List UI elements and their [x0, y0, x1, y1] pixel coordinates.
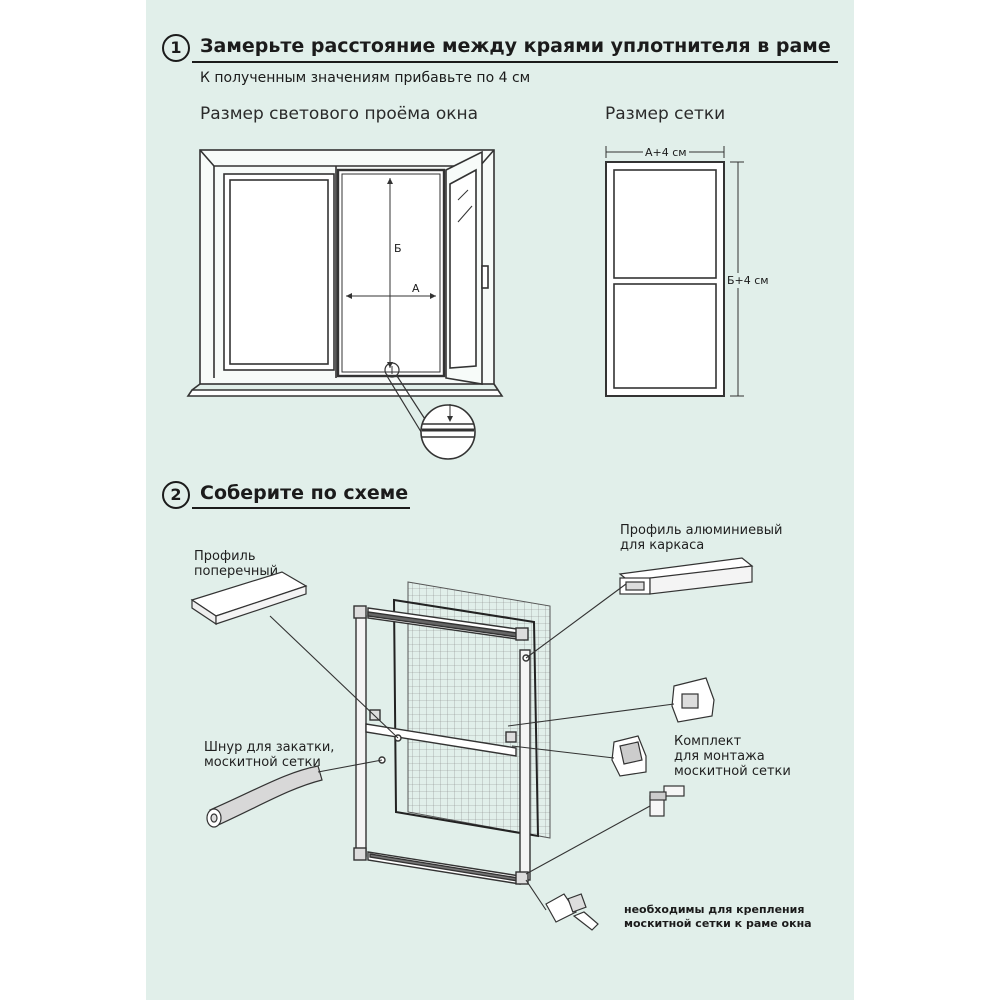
window-caption: Размер светового проёма окна [200, 104, 479, 124]
corner-icon [649, 785, 685, 817]
frame-assembly-icon [353, 581, 551, 885]
instruction-sheet: 1 Замерьте расстояние между краями уплот… [146, 0, 854, 1000]
leader-lines [269, 583, 675, 911]
window-icon [186, 149, 504, 460]
profile-icon [618, 557, 754, 595]
label-b: Б [394, 242, 402, 255]
step-2-drawing [190, 557, 754, 931]
label-cord: Шнур для закатки,москитной сетки [204, 740, 335, 770]
cord-icon [206, 765, 323, 828]
clip-icon [545, 893, 599, 931]
mosquito-net-icon [605, 146, 744, 397]
net-caption: Размер сетки [605, 104, 726, 124]
step-1-title: Замерьте расстояние между краями уплотни… [200, 35, 831, 57]
label-width: А+4 см [643, 146, 689, 159]
step-1-subtitle: К полученным значениям прибавьте по 4 см [200, 70, 531, 86]
profile-icon [190, 571, 308, 626]
step-2-title: Соберите по схеме [200, 482, 409, 504]
step-2-number: 2 [162, 481, 190, 509]
step-1-drawings [186, 146, 744, 460]
step-1-number: 1 [162, 34, 190, 62]
bracket-icon [611, 677, 715, 777]
step-2-underline [192, 507, 410, 509]
step-1-underline [192, 61, 838, 63]
label-height: Б+4 см [727, 273, 769, 288]
label-a: А [412, 282, 420, 295]
